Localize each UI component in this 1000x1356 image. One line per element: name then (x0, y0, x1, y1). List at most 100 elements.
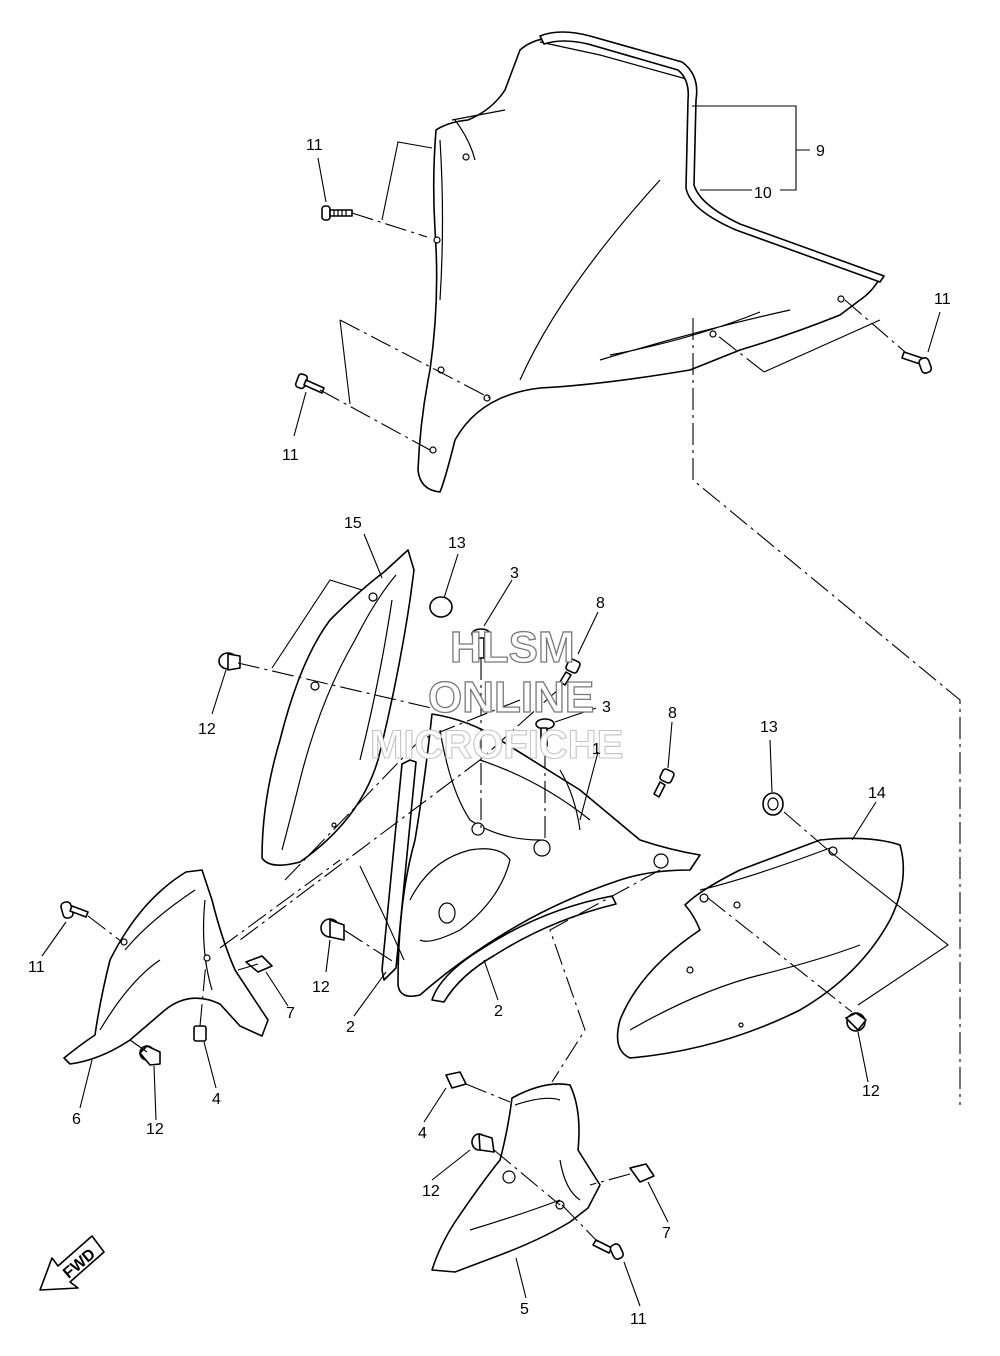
windshield-hole (462, 153, 470, 161)
fwd-direction-arrow (39, 1235, 105, 1291)
bracket-line (359, 865, 405, 961)
assembly-line (319, 389, 431, 451)
bracket-line (339, 319, 351, 405)
seal-strip-part-2[interactable] (381, 759, 417, 981)
callout-7: 7 (286, 1005, 295, 1022)
screw-part-11[interactable] (592, 1239, 624, 1260)
callout-11: 11 (282, 447, 299, 464)
nut-part-7[interactable] (245, 955, 273, 973)
panel-hole (733, 901, 741, 909)
cowl-hole (653, 853, 669, 869)
bracket-line (763, 319, 881, 373)
callout-7: 7 (662, 1225, 671, 1242)
assembly-line (717, 335, 765, 373)
callout-12: 12 (422, 1183, 440, 1200)
callout-leader (623, 1261, 641, 1307)
assembly-line (199, 961, 207, 1027)
callout-8: 8 (596, 595, 605, 612)
panel-hole (368, 592, 378, 602)
callout-leader (153, 1065, 157, 1121)
screw-part-11[interactable] (321, 205, 353, 221)
callout-10: 10 (754, 185, 772, 202)
callout-leader (647, 1181, 669, 1223)
nut-part-4[interactable] (445, 1071, 467, 1089)
callout-leader (211, 669, 227, 715)
assembly-line (351, 212, 428, 238)
callout-leader (423, 1087, 447, 1123)
cowl-hole (471, 822, 485, 836)
callout-5: 5 (520, 1301, 529, 1318)
watermark-line-1: HLSM (450, 623, 575, 672)
assembly-line (549, 869, 661, 1083)
callout-11: 11 (934, 291, 951, 308)
windshield-part-9[interactable] (417, 36, 881, 493)
callout-leader (431, 1149, 471, 1181)
callout-leader (927, 311, 941, 353)
collar-part-12[interactable] (845, 1012, 867, 1032)
windshield-hole (709, 330, 717, 338)
panel-hole (310, 681, 320, 691)
callout-1: 1 (592, 741, 601, 758)
callout-14: 14 (868, 785, 886, 802)
assembly-line (465, 1083, 511, 1103)
callout-3: 3 (602, 699, 611, 716)
callout-leader (41, 921, 67, 957)
assembly-line (239, 687, 561, 941)
callout-3: 3 (510, 565, 519, 582)
collar-part-12[interactable] (471, 1133, 495, 1153)
screw-part-11[interactable] (901, 351, 933, 374)
bracket-line (381, 141, 433, 221)
callout-leader (483, 959, 499, 1001)
windshield-hole (837, 295, 845, 303)
cowl-part-6[interactable] (63, 869, 269, 1065)
screw-part-8[interactable] (559, 658, 581, 686)
grommet-part-13[interactable] (762, 792, 784, 816)
panel-hole (699, 893, 709, 903)
callout-6: 6 (72, 1111, 81, 1128)
screw-part-11[interactable] (294, 373, 325, 394)
windshield-hole (429, 446, 437, 454)
callout-leader (857, 1031, 869, 1083)
lower-cowl-part-5[interactable] (431, 1083, 601, 1273)
panel-hole (686, 966, 694, 974)
callout-leader (363, 533, 383, 579)
assembly-line (561, 1204, 599, 1243)
callout-2: 2 (346, 1019, 355, 1036)
screw-part-8[interactable] (653, 768, 675, 798)
callout-11: 11 (630, 1311, 647, 1328)
nut-part-7[interactable] (629, 1163, 655, 1183)
callout-4: 4 (212, 1091, 221, 1108)
watermark-line-2: ONLINE (428, 673, 594, 722)
callout-leader (577, 611, 599, 655)
side-cowl-part-1[interactable] (397, 713, 701, 998)
callout-leader (515, 1257, 527, 1299)
collar-part-12[interactable] (320, 918, 345, 941)
grommet-part-13[interactable] (429, 596, 453, 618)
screw-part-3[interactable] (535, 718, 555, 747)
lower-cowl-hole (502, 1170, 516, 1184)
callout-12: 12 (862, 1083, 880, 1100)
bracket-line (237, 963, 259, 971)
inner-panel-part-15[interactable] (261, 549, 415, 866)
seal-strip-part-2[interactable] (431, 895, 617, 1003)
callout-leader (317, 157, 327, 203)
panel-hole (738, 1022, 744, 1028)
assembly-line (589, 1173, 631, 1186)
assembly-line (783, 811, 829, 851)
watermark-line-3: MICROFICHE (370, 723, 623, 767)
panel-hole (331, 822, 337, 828)
assembly-line (339, 319, 491, 399)
callout-12: 12 (198, 721, 216, 738)
callout-12: 12 (146, 1121, 164, 1138)
callout-leader (443, 553, 459, 599)
screw-part-11[interactable] (60, 901, 89, 919)
callout-11: 11 (28, 959, 45, 976)
nut-part-4[interactable] (193, 1025, 207, 1042)
collar-part-12[interactable] (218, 652, 241, 671)
callout-leader (79, 1059, 93, 1109)
assembly-line (284, 699, 521, 881)
callout-4: 4 (418, 1125, 427, 1142)
assembly-line (129, 1039, 148, 1053)
molding-part-10[interactable] (539, 31, 885, 283)
